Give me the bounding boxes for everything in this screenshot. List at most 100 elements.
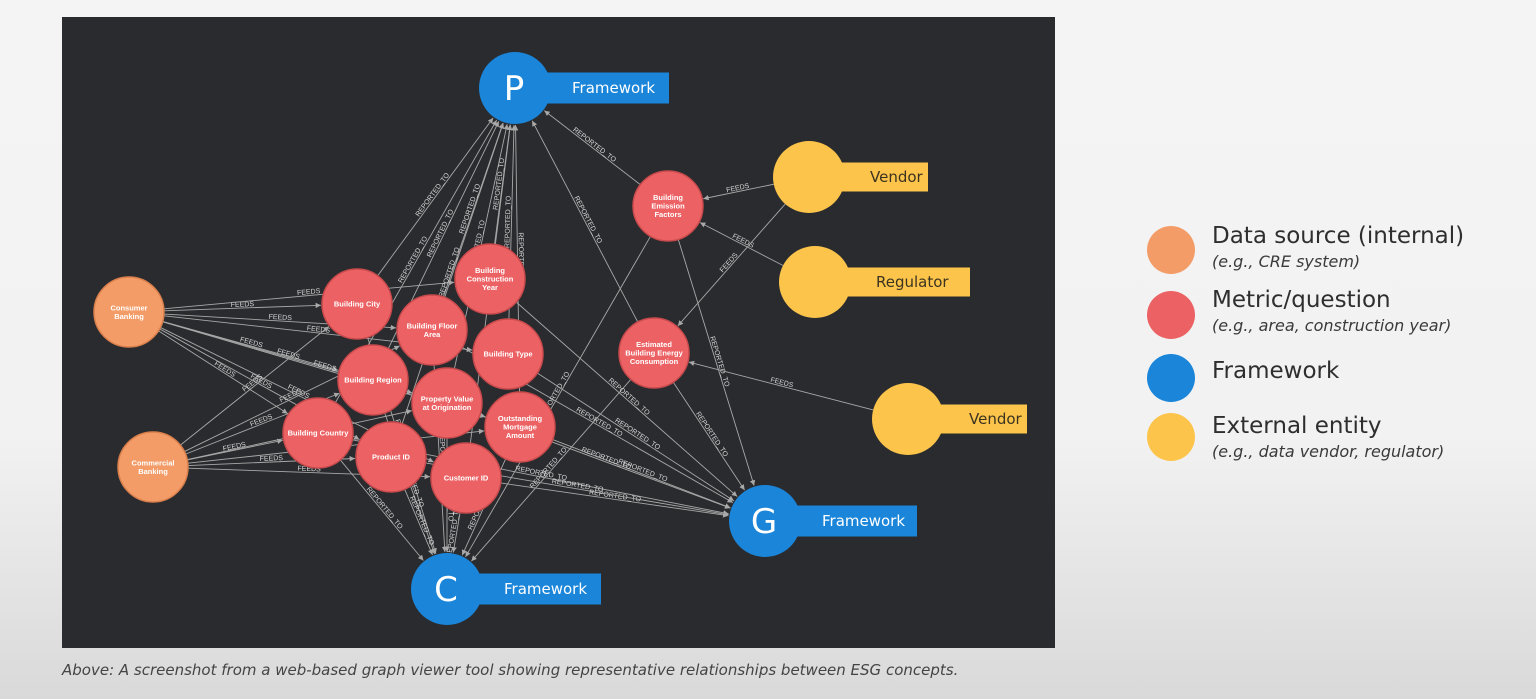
graph-node-product[interactable]: Product ID: [355, 421, 427, 493]
edge-label: REPORTED_TO: [415, 171, 452, 218]
graph-node-country[interactable]: Building Country: [282, 397, 354, 469]
node-label: Building: [653, 193, 683, 202]
graph-node-regulator[interactable]: Regulator: [779, 246, 970, 318]
edge-line: [537, 372, 735, 502]
node-label: Building Type: [483, 350, 532, 359]
node-circle: [479, 52, 551, 124]
node-tag-label: Vendor: [870, 168, 924, 186]
node-label: Building Floor: [407, 321, 458, 330]
edge-line: [163, 302, 322, 312]
node-circle: [484, 391, 556, 463]
node-tag-label: Regulator: [876, 273, 949, 291]
graph-edge[interactable]: FEEDS: [163, 280, 455, 310]
edge-line: [552, 439, 731, 509]
edge-line: [162, 320, 339, 372]
edge-line: [500, 482, 729, 518]
node-label: Building City: [334, 300, 381, 309]
node-circle: [779, 246, 851, 318]
node-tag-label: Framework: [572, 79, 655, 97]
graph-node-customer[interactable]: Customer ID: [430, 442, 502, 514]
node-circle: [430, 442, 502, 514]
node-tag-label: Framework: [822, 512, 905, 530]
edge-label: REPORTED_TO: [504, 195, 512, 248]
edge-line: [544, 110, 641, 185]
edge-label: REPORTED_TO: [517, 232, 525, 285]
edge-label: REPORTED_TO: [708, 336, 730, 389]
legend-dot-source: [1147, 226, 1195, 274]
edge-line: [688, 360, 874, 411]
graph-edge[interactable]: REPORTED_TO: [500, 482, 729, 518]
graph-edge[interactable]: FEEDS: [158, 330, 288, 414]
graph-edge[interactable]: FEEDS: [187, 438, 283, 461]
legend-label: External entity: [1212, 413, 1382, 439]
edge-label: REPORTED_TO: [571, 127, 617, 165]
edge-line: [163, 280, 455, 310]
framework-letter: C: [434, 570, 458, 610]
node-label: Outstanding: [498, 414, 543, 423]
legend-sublabel: (e.g., area, construction year): [1212, 316, 1452, 335]
node-label: Building: [475, 266, 505, 275]
node-label: Consumer: [110, 303, 147, 312]
node-tag-label: Vendor: [969, 410, 1023, 428]
graph-edge[interactable]: REPORTED_TO: [544, 110, 641, 185]
node-label: Product ID: [372, 453, 411, 462]
node-label: at Origination: [423, 403, 472, 412]
node-label: Banking: [138, 467, 168, 476]
edge-label: FEEDS: [770, 377, 795, 390]
figure-caption: Above: A screenshot from a web-based gra…: [62, 661, 959, 679]
node-circle: [321, 268, 393, 340]
node-label: Customer ID: [444, 474, 489, 483]
legend-label: Framework: [1212, 358, 1340, 384]
graph-node-P[interactable]: P Framework: [479, 52, 669, 124]
framework-letter: G: [751, 502, 777, 542]
node-label: Factors: [654, 210, 681, 219]
legend-label: Data source (internal): [1212, 223, 1465, 249]
node-label: Area: [424, 330, 442, 339]
edge-label: FEEDS: [222, 441, 247, 453]
edge-line: [677, 239, 756, 486]
legend-sublabel: (e.g., data vendor, regulator): [1212, 442, 1445, 461]
edge-label: FEEDS: [249, 413, 274, 428]
graph-node-region[interactable]: Building Region: [337, 344, 409, 416]
node-label: Amount: [506, 431, 535, 440]
node-circle: [355, 421, 427, 493]
edge-label: FEEDS: [313, 360, 338, 373]
graph-node-vendor1[interactable]: Vendor: [773, 141, 928, 213]
edge-line: [451, 512, 461, 553]
framework-letter: P: [504, 69, 525, 109]
graph-edge[interactable]: FEEDS: [703, 183, 774, 201]
graph-node-city[interactable]: Building City: [321, 268, 393, 340]
graph-edge[interactable]: FEEDS: [699, 222, 784, 266]
node-circle: [632, 170, 704, 242]
node-layer: ConsumerBankingCommercialBankingBuilding…: [93, 52, 1027, 625]
edge-label: REPORTED_TO: [365, 486, 404, 531]
node-circle: [337, 344, 409, 416]
graph-node-G[interactable]: G Framework: [729, 485, 917, 557]
edge-label: FEEDS: [306, 325, 330, 335]
graph-edge[interactable]: REPORTED_TO: [672, 381, 745, 491]
graph-edge[interactable]: FEEDS: [688, 360, 874, 411]
edge-label: FEEDS: [297, 466, 321, 474]
graph-edge[interactable]: FEEDS: [163, 301, 322, 312]
edge-line: [471, 379, 632, 562]
edge-line: [677, 203, 786, 327]
node-label: Building Country: [288, 429, 350, 438]
graph-node-btype[interactable]: Building Type: [472, 318, 544, 390]
node-circle: [729, 485, 801, 557]
legend-item-metric: Metric/question (e.g., area, constructio…: [1147, 285, 1527, 350]
node-circle: [117, 431, 189, 503]
graph-edge[interactable]: REPORTED_TO: [531, 120, 639, 323]
legend-label: Metric/question: [1212, 287, 1391, 313]
graph-node-vendor2[interactable]: Vendor: [872, 383, 1027, 455]
